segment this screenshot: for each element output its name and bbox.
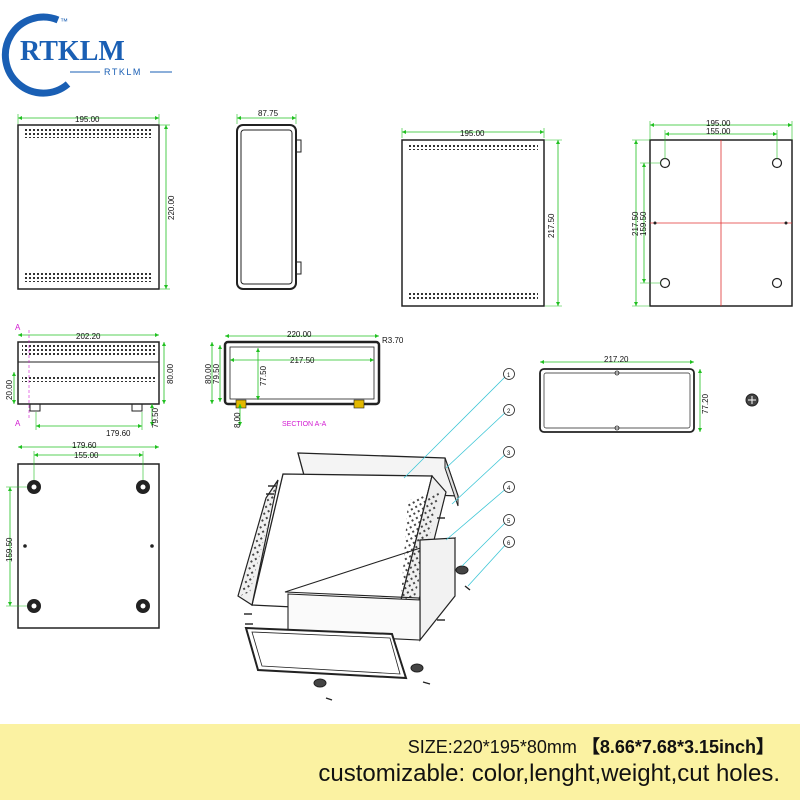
dim-front-height: 220.00: [167, 195, 176, 220]
dim-bottom-height: 159.50: [5, 537, 14, 562]
dim-side2-foot: 20.00: [5, 379, 14, 400]
callout-6-label: 6: [507, 541, 511, 547]
dim-top-outer-width: 195.00: [706, 119, 731, 128]
back-view: 195.00 217.50: [401, 128, 562, 307]
callout-2: [503, 404, 515, 416]
exploded-view: [237, 373, 509, 701]
dim-section-width: 220.00: [287, 330, 312, 339]
dim-end-height: 77.20: [701, 393, 710, 414]
callout-6: [503, 536, 515, 548]
brand-tm: ™: [60, 17, 68, 26]
callouts: 1 2 3 4 5 6: [503, 368, 515, 548]
callout-5: [503, 514, 515, 526]
brand-subname: RTKLM: [104, 67, 142, 77]
dim-bottom-inner-width: 155.00: [74, 451, 99, 460]
dim-end-width: 217.20: [604, 355, 629, 364]
brand-name: RTKLM: [20, 36, 125, 67]
top-view: 195.00 155.00 217.50 159.50: [631, 119, 793, 307]
logo-ring-icon: [1, 13, 71, 97]
side-elevation-view: 202.20 80.00 20.00 179.60 79.50 A A: [5, 323, 175, 438]
dim-bottom-outer-width: 179.60: [72, 441, 97, 450]
bottom-view: 179.60 155.00 159.50: [5, 441, 160, 629]
callout-3: [503, 446, 515, 458]
dim-section-h1: 80.00: [204, 363, 213, 384]
dim-side-width: 87.75: [258, 109, 279, 118]
dim-section-h3: 77.50: [259, 365, 268, 386]
dim-section-foot: 8.00: [233, 412, 242, 428]
dim-section-inner-width: 217.50: [290, 356, 315, 365]
callout-3-label: 3: [507, 451, 511, 457]
callout-1: [503, 368, 515, 380]
dim-side2-width: 202.20: [76, 332, 101, 341]
dim-back-width: 195.00: [460, 129, 485, 138]
section-marker-bottom: A: [15, 419, 21, 428]
dim-section-h2: 79.50: [212, 363, 221, 384]
size-mm: SIZE:220*195*80mm: [407, 737, 577, 757]
dim-top-inner-height: 159.50: [639, 211, 648, 236]
info-banner: [0, 724, 800, 800]
customizable-line: customizable: color,lenght,weight,cut ho…: [318, 760, 780, 787]
end-panel-view: 217.20 77.20: [539, 355, 759, 433]
callout-1-label: 1: [507, 373, 511, 379]
dim-side2-right: 79.50: [151, 407, 160, 428]
dim-section-radius: R3.70: [382, 336, 404, 345]
dim-side2-bottom: 179.60: [106, 429, 131, 438]
section-a-a-view: 220.00 R3.70 217.50 80.00 79.50 77.50 8.…: [204, 330, 404, 428]
dim-top-inner-width: 155.00: [706, 127, 731, 136]
brand-logo: RTKLM RTKLM ™: [1, 13, 172, 97]
size-line: SIZE:220*195*80mm 【8.66*7.68*3.15inch】: [408, 733, 774, 759]
section-title: SECTION A-A: [282, 421, 327, 428]
size-inch: 【8.66*7.68*3.15inch】: [581, 737, 774, 757]
callout-4-label: 4: [507, 486, 511, 492]
section-marker-top: A: [15, 323, 21, 332]
callout-5-label: 5: [507, 519, 511, 525]
callout-2-label: 2: [507, 409, 511, 415]
callout-4: [503, 481, 515, 493]
dim-front-width: 195.00: [75, 115, 100, 124]
front-view: 195.00 220.00: [17, 114, 176, 290]
dim-side2-height: 80.00: [166, 363, 175, 384]
side-view: 87.75: [236, 109, 302, 290]
dim-top-outer-height: 217.50: [631, 211, 640, 236]
dim-back-height: 217.50: [547, 213, 556, 238]
